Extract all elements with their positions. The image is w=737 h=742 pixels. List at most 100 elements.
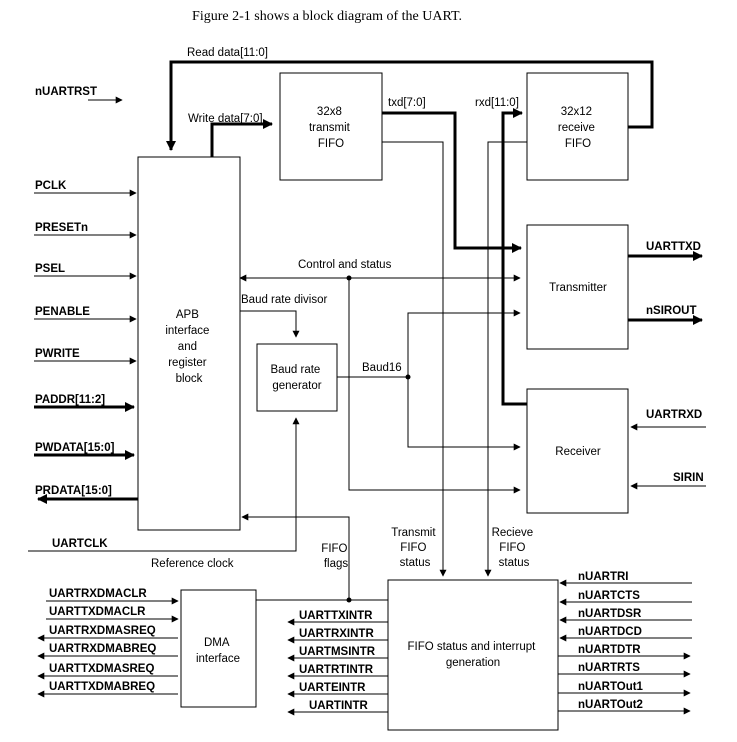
rx-fifo-label-1: 32x12: [561, 106, 592, 118]
signal-sirin: SIRIN: [673, 472, 704, 484]
apb-label-3: and: [178, 341, 197, 353]
signal-nuartdcd: nUARTDCD: [578, 626, 642, 638]
signal-uartrxdmaclr: UARTRXDMACLR: [49, 588, 147, 600]
receive-fifo-block: [526, 72, 629, 181]
dma-interface-block: [180, 589, 257, 708]
rx-fifo-status-label-1: Recieve: [492, 527, 534, 539]
signal-uartrtintr: UARTRTINTR: [299, 664, 374, 676]
signal-uartclk: UARTCLK: [52, 538, 108, 550]
fifo-status-label-2: generation: [446, 657, 500, 669]
fifo-flags-line: [241, 513, 350, 577]
signal-nuartout2: nUARTOut2: [578, 699, 643, 711]
signal-nuartdtr: nUARTDTR: [578, 644, 641, 656]
svg-text:32x8 transmit FIFO: 32x8 transmit FIFO: [309, 106, 353, 150]
tx-fifo-status-label-1: Transmit: [391, 527, 436, 539]
rxd-label: rxd[11:0]: [475, 97, 519, 109]
junction-dot: [405, 374, 411, 380]
tx-fifo-label-2: transmit: [309, 122, 351, 134]
svg-text:FIFO flags: FIFO flags: [321, 543, 350, 570]
fifo-flags-label-1: FIFO: [321, 543, 347, 555]
signal-nuartrst: nUARTRST: [35, 86, 97, 98]
apb-label-4: register: [168, 357, 207, 369]
svg-text:FIFO status and interrupt: FIFO status and interrupt generation: [407, 641, 538, 669]
signal-prdata: PRDATA[15:0]: [35, 485, 112, 497]
signal-uartrxdmasreq: UARTRXDMASREQ: [49, 625, 156, 637]
signal-uarttxdmaclr: UARTTXDMACLR: [49, 606, 146, 618]
baud-rate-generator-block: [256, 343, 338, 412]
tx-fifo-status-label-3: status: [400, 557, 431, 569]
rx-fifo-label-2: receive: [558, 122, 595, 134]
dma-label-1: DMA: [204, 637, 230, 649]
signal-presetn: PRESETn: [35, 222, 88, 234]
junction-dot: [346, 275, 352, 281]
transmit-fifo-status-line: [382, 141, 447, 577]
fifo-status-interrupt-block: [387, 579, 559, 731]
signal-uartintr: UARTINTR: [309, 700, 368, 712]
signal-nuartrts: nUARTRTS: [578, 662, 640, 674]
baud-gen-label-2: generator: [272, 380, 321, 392]
apb-label-2: interface: [165, 325, 209, 337]
rxd-bus: [501, 108, 527, 406]
signal-nuartout1: nUARTOut1: [578, 681, 644, 693]
transmitter-block: [526, 224, 629, 350]
signal-uarttxintr: UARTTXINTR: [299, 610, 373, 622]
signal-uartrxintr: UARTRXINTR: [299, 628, 374, 640]
baud-divisor-line: [240, 310, 300, 338]
signal-nsirout: nSIROUT: [646, 305, 696, 317]
signal-uarttxd: UARTTXD: [646, 241, 701, 253]
rx-fifo-label-3: FIFO: [565, 138, 591, 150]
write-data-label: Write data[7:0]: [188, 113, 263, 125]
rx-fifo-status-label-3: status: [499, 557, 530, 569]
fifo-flags-label-2: flags: [324, 558, 349, 570]
svg-text:Recieve FIFO status: Recieve FIFO status: [492, 527, 537, 569]
write-data-bus: [210, 119, 273, 157]
svg-text:Transmit FIFO status: Transmit FIFO status: [391, 527, 439, 569]
apb-block: [137, 156, 241, 531]
transmit-fifo-block: [279, 72, 383, 181]
read-data-label: Read data[11:0]: [187, 47, 268, 59]
baud16-to-transmitter: [407, 309, 521, 377]
figure-caption: Figure 2-1 shows a block diagram of the …: [192, 9, 462, 24]
baud16-to-receiver: [407, 377, 521, 451]
receiver-block: [526, 388, 629, 514]
receiver-label: Receiver: [555, 446, 601, 458]
svg-text:Baud rate generator: Baud rate generator: [270, 364, 323, 392]
dma-label-2: interface: [196, 653, 240, 665]
svg-text:DMA interface: DMA interface: [196, 637, 240, 665]
signal-uarteintr: UARTEINTR: [299, 682, 366, 694]
signal-uarttxdmabreq: UARTTXDMABREQ: [49, 681, 155, 693]
tx-fifo-label-3: FIFO: [318, 138, 344, 150]
control-status-label: Control and status: [298, 259, 392, 271]
baud16-label: Baud16: [362, 362, 402, 374]
apb-label-1: APB: [176, 309, 199, 321]
rx-fifo-status-label-2: FIFO: [499, 542, 525, 554]
signal-nuartri: nUARTRI: [578, 571, 628, 583]
signal-nuartcts: nUARTCTS: [578, 590, 640, 602]
signal-uartrxdmabreq: UARTRXDMABREQ: [49, 643, 156, 655]
signal-paddr: PADDR[11:2]: [35, 394, 105, 406]
txd-bus: [382, 111, 522, 253]
signal-pclk: PCLK: [35, 180, 67, 192]
reference-clock-line: [28, 417, 300, 552]
transmitter-label: Transmitter: [549, 282, 607, 294]
baud-gen-label-1: Baud rate: [270, 364, 320, 376]
svg-text:APB interface and: APB interface and register block: [165, 309, 212, 385]
apb-label-5: block: [176, 373, 203, 385]
signal-pwdata: PWDATA[15:0]: [35, 442, 115, 454]
signal-uartrxd: UARTRXD: [646, 409, 702, 421]
signal-nuartdsr: nUARTDSR: [578, 608, 642, 620]
signal-uarttxdmasreq: UARTTXDMASREQ: [49, 663, 154, 675]
reference-clock-label: Reference clock: [151, 558, 234, 570]
receive-fifo-status-line: [484, 141, 527, 577]
baud-divisor-label: Baud rate divisor: [241, 294, 327, 306]
txd-label: txd[7:0]: [388, 97, 426, 109]
tx-fifo-status-label-2: FIFO: [400, 542, 426, 554]
signal-penable: PENABLE: [35, 306, 90, 318]
signal-uartmsintr: UARTMSINTR: [299, 646, 376, 658]
signal-pwrite: PWRITE: [35, 348, 80, 360]
svg-text:32x12 receive FIFO: 32x12 receive FIFO: [558, 106, 598, 150]
signal-psel: PSEL: [35, 263, 65, 275]
control-to-receiver: [348, 278, 521, 494]
fifo-status-label-1: FIFO status and interrupt: [407, 641, 536, 653]
